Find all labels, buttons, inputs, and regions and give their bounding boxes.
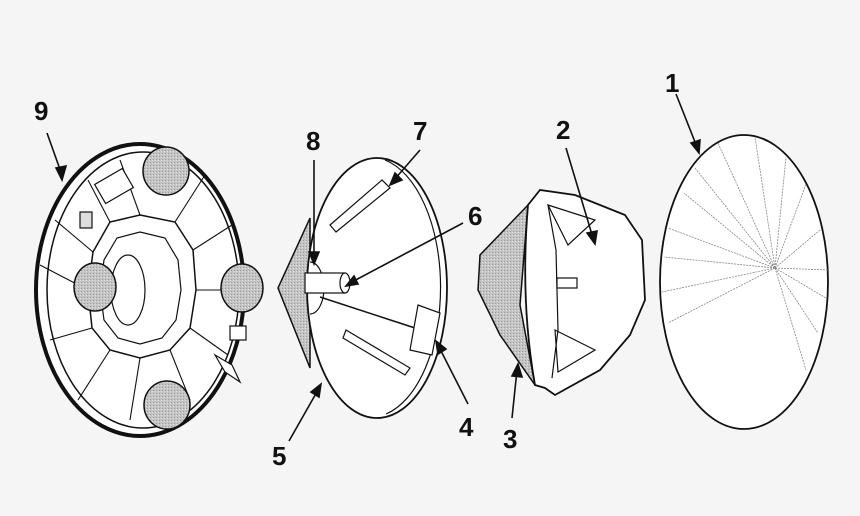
label-4: 4 <box>459 412 474 442</box>
component-9-cruise-stage <box>34 142 264 438</box>
label-5: 5 <box>272 441 287 471</box>
label-1: 1 <box>665 68 680 98</box>
label-3: 3 <box>503 424 518 454</box>
label-2: 2 <box>556 115 571 145</box>
component-5-heatshield <box>277 157 448 419</box>
label-6: 6 <box>468 201 483 231</box>
label-7: 7 <box>413 116 428 146</box>
leader-arrows <box>46 93 701 442</box>
label-8: 8 <box>306 126 321 156</box>
label-9: 9 <box>34 96 49 126</box>
thruster-pods <box>73 146 264 430</box>
component-3-backshell <box>477 189 646 397</box>
component-1-disc <box>659 134 829 430</box>
